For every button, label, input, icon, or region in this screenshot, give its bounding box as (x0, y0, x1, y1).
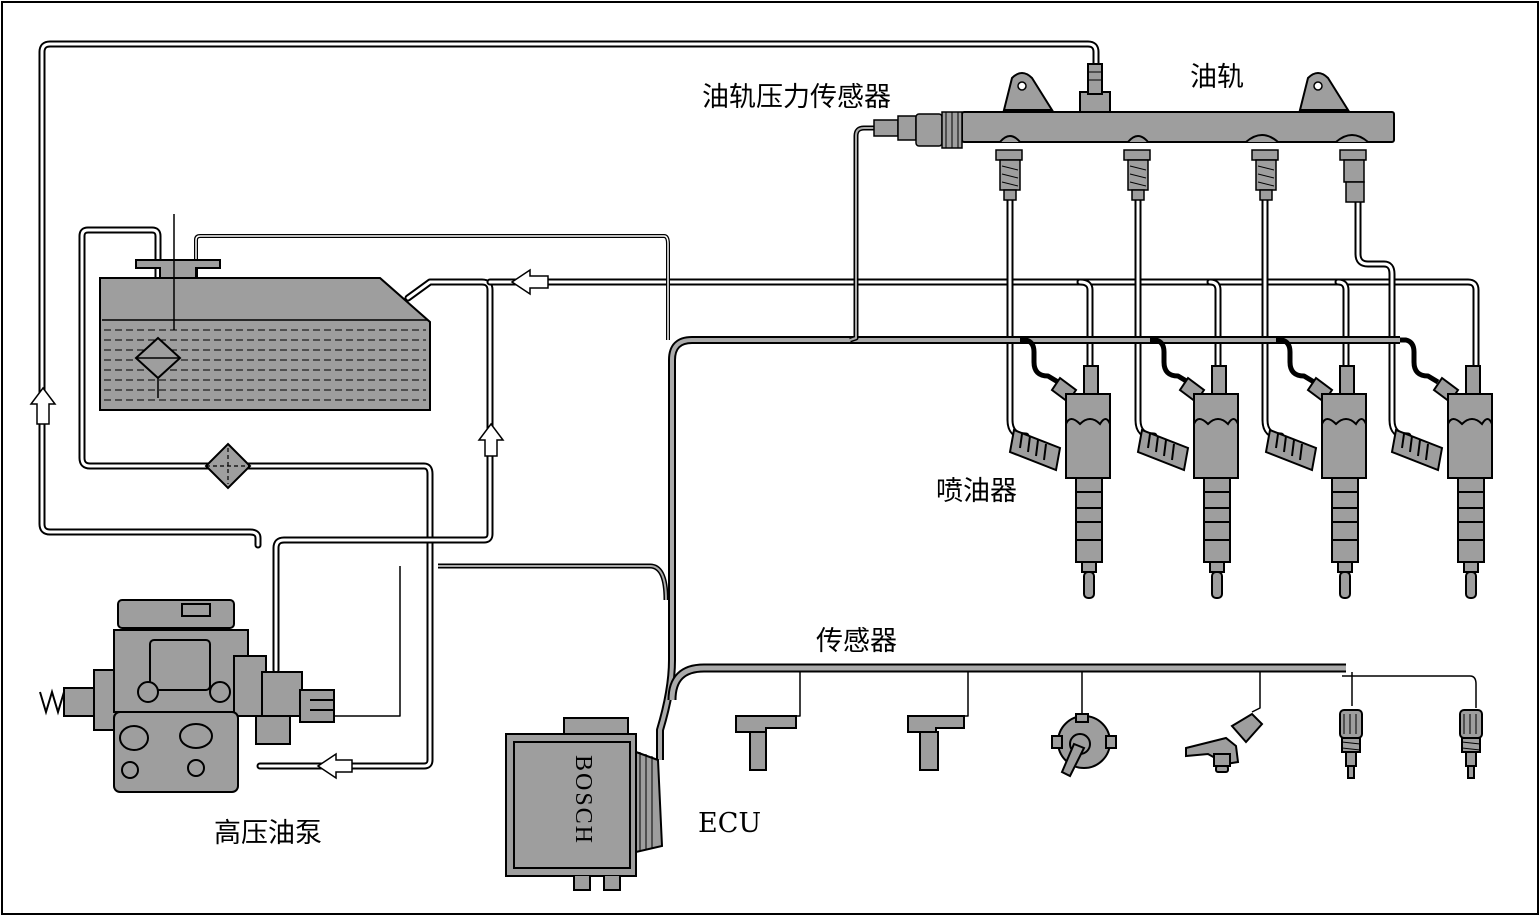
injector-4 (1390, 365, 1493, 599)
injectors (1008, 365, 1493, 599)
boost-pressure-sensor (1185, 712, 1264, 773)
label-injector: 喷油器 (936, 476, 1017, 507)
leakoff-return-line (486, 278, 1480, 372)
speed-sensor-2 (907, 715, 965, 771)
pump-drive-spring-icon (39, 688, 65, 716)
flow-arrow-left-feed (316, 752, 353, 780)
flow-arrow-up-left (29, 386, 57, 425)
label-ecu: ECU (698, 808, 762, 839)
wiring-harness (194, 125, 1477, 760)
fuel-tank (99, 214, 431, 411)
label-high-pressure-pump: 高压油泵 (214, 818, 322, 849)
speed-sensor-1 (735, 715, 797, 771)
injector-1 (1008, 365, 1111, 599)
return-line-top (38, 40, 1100, 549)
sensors (735, 709, 1483, 779)
ecu-box (505, 717, 664, 891)
rail-pressure-sensor-component (873, 111, 963, 149)
label-rail-pressure-sensor: 油轨压力传感器 (702, 82, 891, 113)
temperature-sensor-1 (1339, 709, 1363, 779)
ecu-brand-logo: BOSCH (570, 754, 597, 846)
flow-arrow-up-return (477, 422, 505, 457)
feed-line (78, 226, 434, 770)
label-sensors: 传感器 (816, 626, 897, 657)
injector-3 (1264, 365, 1367, 599)
flow-arrows (29, 268, 549, 780)
fuel-rail (961, 63, 1395, 203)
high-pressure-pump (39, 599, 335, 793)
label-rail: 油轨 (1190, 62, 1244, 93)
injector-2 (1136, 365, 1239, 599)
fuel-filter (204, 442, 252, 490)
flow-arrow-left-leakoff (510, 268, 549, 296)
pump-return-line (272, 278, 494, 674)
temperature-sensor-2 (1459, 709, 1483, 779)
pedal-position-sensor (1051, 713, 1117, 778)
